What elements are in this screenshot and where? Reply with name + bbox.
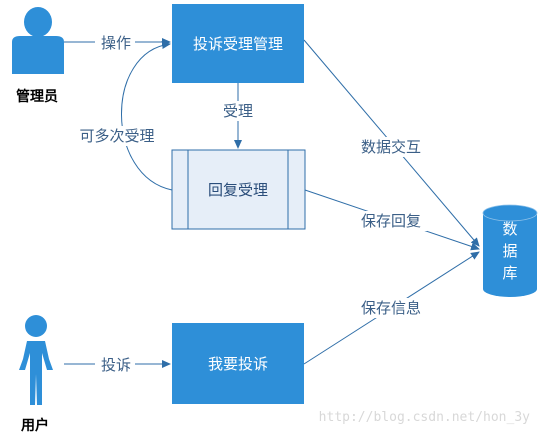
my-complaint-box: 我要投诉 [172,323,304,404]
database-cylinder: 数 据 库 [482,204,538,297]
complaint-management-box: 投诉受理管理 [172,4,304,83]
reply-handling-box: 回复受理 [171,149,306,230]
edge-save-reply-label: 保存回复 [361,212,421,230]
user-icon [19,315,53,405]
admin-label: 管理员 [16,88,58,105]
admin-icon [12,7,64,74]
database-label-1: 数 [502,220,517,238]
user-label: 用户 [21,417,49,434]
edge-repeat-accept-label: 可多次受理 [79,127,154,145]
complaint-management-label: 投诉受理管理 [193,35,283,53]
edge-data-exchange-label: 数据交互 [361,138,421,156]
edge-complain-label: 投诉 [101,356,131,374]
edge-operate-label: 操作 [101,34,131,52]
reply-handling-label: 回复受理 [208,181,268,199]
database-label-2: 据 [502,242,517,260]
watermark: http://blog.csdn.net/hon_3y [319,410,530,425]
my-complaint-label: 我要投诉 [208,355,268,373]
database-label-3: 库 [502,264,517,282]
edge-save-info-label: 保存信息 [361,299,421,317]
edge-accept-label: 受理 [223,102,253,120]
edge-repeat-accept [121,41,173,191]
